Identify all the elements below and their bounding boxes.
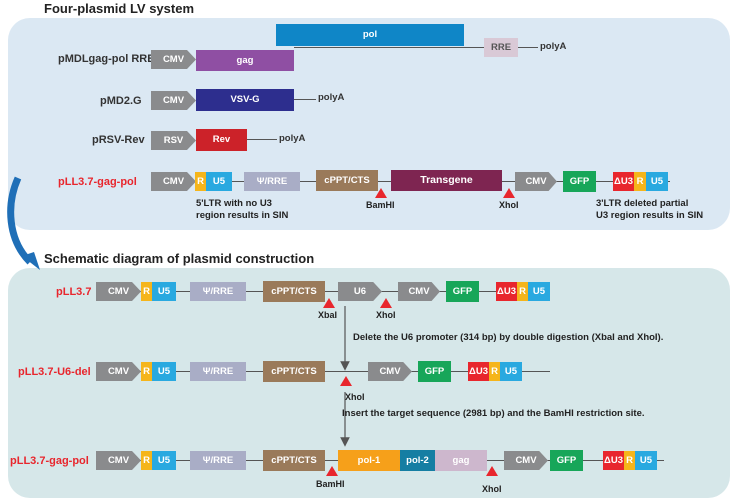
r-region: R: [141, 282, 152, 301]
gfp-reporter: GFP: [446, 281, 479, 302]
polya-label: polyA: [540, 41, 567, 52]
bamhi-label: BamHI: [316, 479, 345, 489]
r-region: R: [141, 362, 152, 381]
u5-region: U5: [152, 362, 176, 381]
xhoi-label: XhoI: [376, 310, 396, 320]
plasmid-name-ll37-gagpol-final: pLL3.7-gag-pol: [10, 455, 89, 467]
backbone-line: [247, 139, 277, 140]
cppt-cts-element: cPPT/CTS: [263, 450, 325, 471]
xhoi-site-marker: [340, 376, 352, 386]
cmv-promoter-arrow: CMV: [151, 91, 196, 110]
five-ltr-note-text: 5'LTR with no U3 region results in SIN: [196, 198, 289, 221]
top-section-title: Four-plasmid LV system: [44, 1, 195, 16]
gfp-reporter: GFP: [550, 450, 583, 471]
u5-region: U5: [206, 172, 232, 191]
bamhi-label: BamHI: [366, 200, 395, 210]
rsv-promoter-arrow: RSV: [151, 131, 196, 150]
cppt-cts-element: cPPT/CTS: [316, 170, 378, 191]
psi-rre-element: Ψ/RRE: [244, 172, 300, 191]
pol-gene: pol: [276, 24, 464, 46]
cmv-promoter-arrow: CMV: [504, 451, 548, 470]
bamhi-site-marker: [326, 466, 338, 476]
curved-blue-arrowhead: [22, 252, 40, 270]
xhoi-site-marker: [380, 298, 392, 308]
pol1-segment: pol-1: [338, 450, 400, 471]
xhoi-site-marker: [503, 188, 515, 198]
plasmid-name-ll37-gagpol-top: pLL3.7-gag-pol: [58, 176, 137, 188]
step1-description: Delete the U6 promoter (314 bp) by doubl…: [353, 332, 664, 343]
r-region: R: [624, 451, 635, 470]
delta-u3-region: ΔU3: [603, 451, 624, 470]
gfp-reporter: GFP: [418, 361, 451, 382]
backbone-line: [518, 47, 538, 48]
plasmid-name-gagpol: pMDLgag-pol RRE: [58, 53, 155, 65]
vsvg-gene: VSV-G: [196, 89, 294, 111]
transgene: Transgene: [391, 170, 502, 191]
backbone-line: [140, 371, 550, 372]
psi-rre-element: Ψ/RRE: [190, 451, 246, 470]
curved-blue-arrow: [7, 176, 33, 265]
u5-region: U5: [528, 282, 550, 301]
u6-promoter-arrow: U6: [338, 282, 382, 301]
delta-u3-region: ΔU3: [613, 172, 634, 191]
rre-element: RRE: [484, 38, 518, 57]
polya-label: polyA: [279, 133, 306, 144]
delta-u3-region: ΔU3: [496, 282, 517, 301]
u5-region: U5: [646, 172, 668, 191]
xhoi-site-marker: [486, 466, 498, 476]
cppt-cts-element: cPPT/CTS: [263, 361, 325, 382]
polya-label: polyA: [318, 92, 345, 103]
xbai-site-marker: [323, 298, 335, 308]
r-region: R: [489, 362, 500, 381]
rev-gene: Rev: [196, 129, 247, 151]
pol2-segment: pol-2: [400, 450, 435, 471]
cmv-promoter-arrow: CMV: [515, 172, 557, 191]
plasmid-name-md2g: pMD2.G: [100, 95, 142, 107]
cmv-promoter-arrow: CMV: [151, 50, 196, 69]
psi-rre-element: Ψ/RRE: [190, 282, 246, 301]
cmv-promoter-arrow: CMV: [151, 172, 196, 191]
xbai-label: XbaI: [318, 310, 338, 320]
u5-region: U5: [500, 362, 522, 381]
cmv-promoter-arrow: CMV: [96, 282, 141, 301]
r-region: R: [634, 172, 646, 191]
cmv-promoter-arrow: CMV: [368, 362, 412, 381]
gag-segment: gag: [435, 450, 487, 471]
five-ltr-note: 5'LTR with no U3 region results in SIN: [196, 198, 288, 222]
backbone-line: [294, 47, 484, 48]
delta-u3-region: ΔU3: [468, 362, 489, 381]
xhoi-label: XhoI: [499, 200, 519, 210]
top-panel: [8, 18, 730, 230]
plasmid-name-rsvrev: pRSV-Rev: [92, 134, 145, 146]
cmv-promoter-arrow: CMV: [96, 362, 141, 381]
u5-region: U5: [635, 451, 657, 470]
gag-gene: gag: [196, 50, 294, 71]
cppt-cts-element: cPPT/CTS: [263, 281, 325, 302]
xhoi-label: XhoI: [345, 392, 365, 402]
psi-rre-element: Ψ/RRE: [190, 362, 246, 381]
plasmid-name-ll37-u6del: pLL3.7-U6-del: [18, 366, 91, 378]
three-ltr-note-text: 3'LTR deleted partial U3 region results …: [596, 198, 704, 221]
gfp-reporter: GFP: [563, 171, 596, 192]
r-region: R: [195, 172, 206, 191]
r-region: R: [141, 451, 152, 470]
backbone-line: [294, 99, 316, 100]
cmv-promoter-arrow: CMV: [96, 451, 141, 470]
plasmid-name-ll37: pLL3.7: [56, 286, 92, 298]
u5-region: U5: [152, 451, 176, 470]
r-region: R: [517, 282, 528, 301]
bottom-section-title: Schematic diagram of plasmid constructio…: [44, 251, 315, 266]
u5-region: U5: [152, 282, 176, 301]
step2-description: Insert the target sequence (2981 bp) and…: [342, 408, 645, 419]
xhoi-label: XhoI: [482, 484, 502, 494]
cmv-promoter-arrow: CMV: [398, 282, 440, 301]
bamhi-site-marker: [375, 188, 387, 198]
three-ltr-note: 3'LTR deleted partial U3 region results …: [596, 198, 703, 222]
